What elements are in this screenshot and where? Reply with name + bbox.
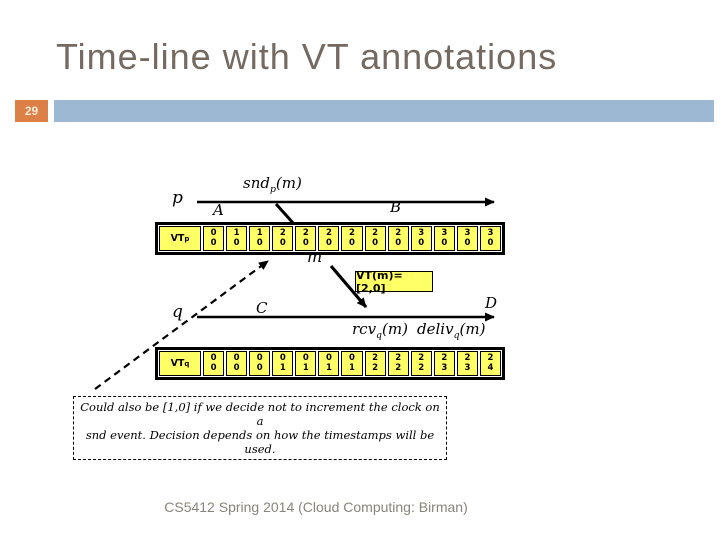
- slide-title: Time-line with VT annotations: [56, 36, 558, 77]
- point-a-label: A: [213, 201, 224, 219]
- vt-m-value-box: VT(m)=[2,0]: [355, 269, 433, 295]
- footer-text: CS5412 Spring 2014 (Cloud Computing: Bir…: [164, 499, 468, 515]
- note-line-1: Could also be [1,0] if we decide not to …: [80, 400, 440, 428]
- point-d-label: D: [485, 294, 498, 312]
- receive-event-label: rcvq(m): [352, 320, 408, 341]
- deliver-event-label: delivq(m): [417, 320, 486, 341]
- header-accent-bar: [54, 100, 714, 122]
- note-box: Could also be [1,0] if we decide not to …: [73, 396, 447, 460]
- process-q-label: q: [172, 302, 183, 322]
- note-line-2: snd event. Decision depends on how the t…: [85, 428, 435, 456]
- point-b-label: B: [390, 198, 402, 216]
- message-m-label: m: [307, 247, 323, 266]
- point-c-label: C: [256, 299, 268, 317]
- slide-number-badge: 29: [15, 100, 48, 122]
- send-event-label: sndp(m): [243, 174, 302, 195]
- send-event-tick: [274, 202, 296, 226]
- process-p-label: p: [172, 188, 183, 208]
